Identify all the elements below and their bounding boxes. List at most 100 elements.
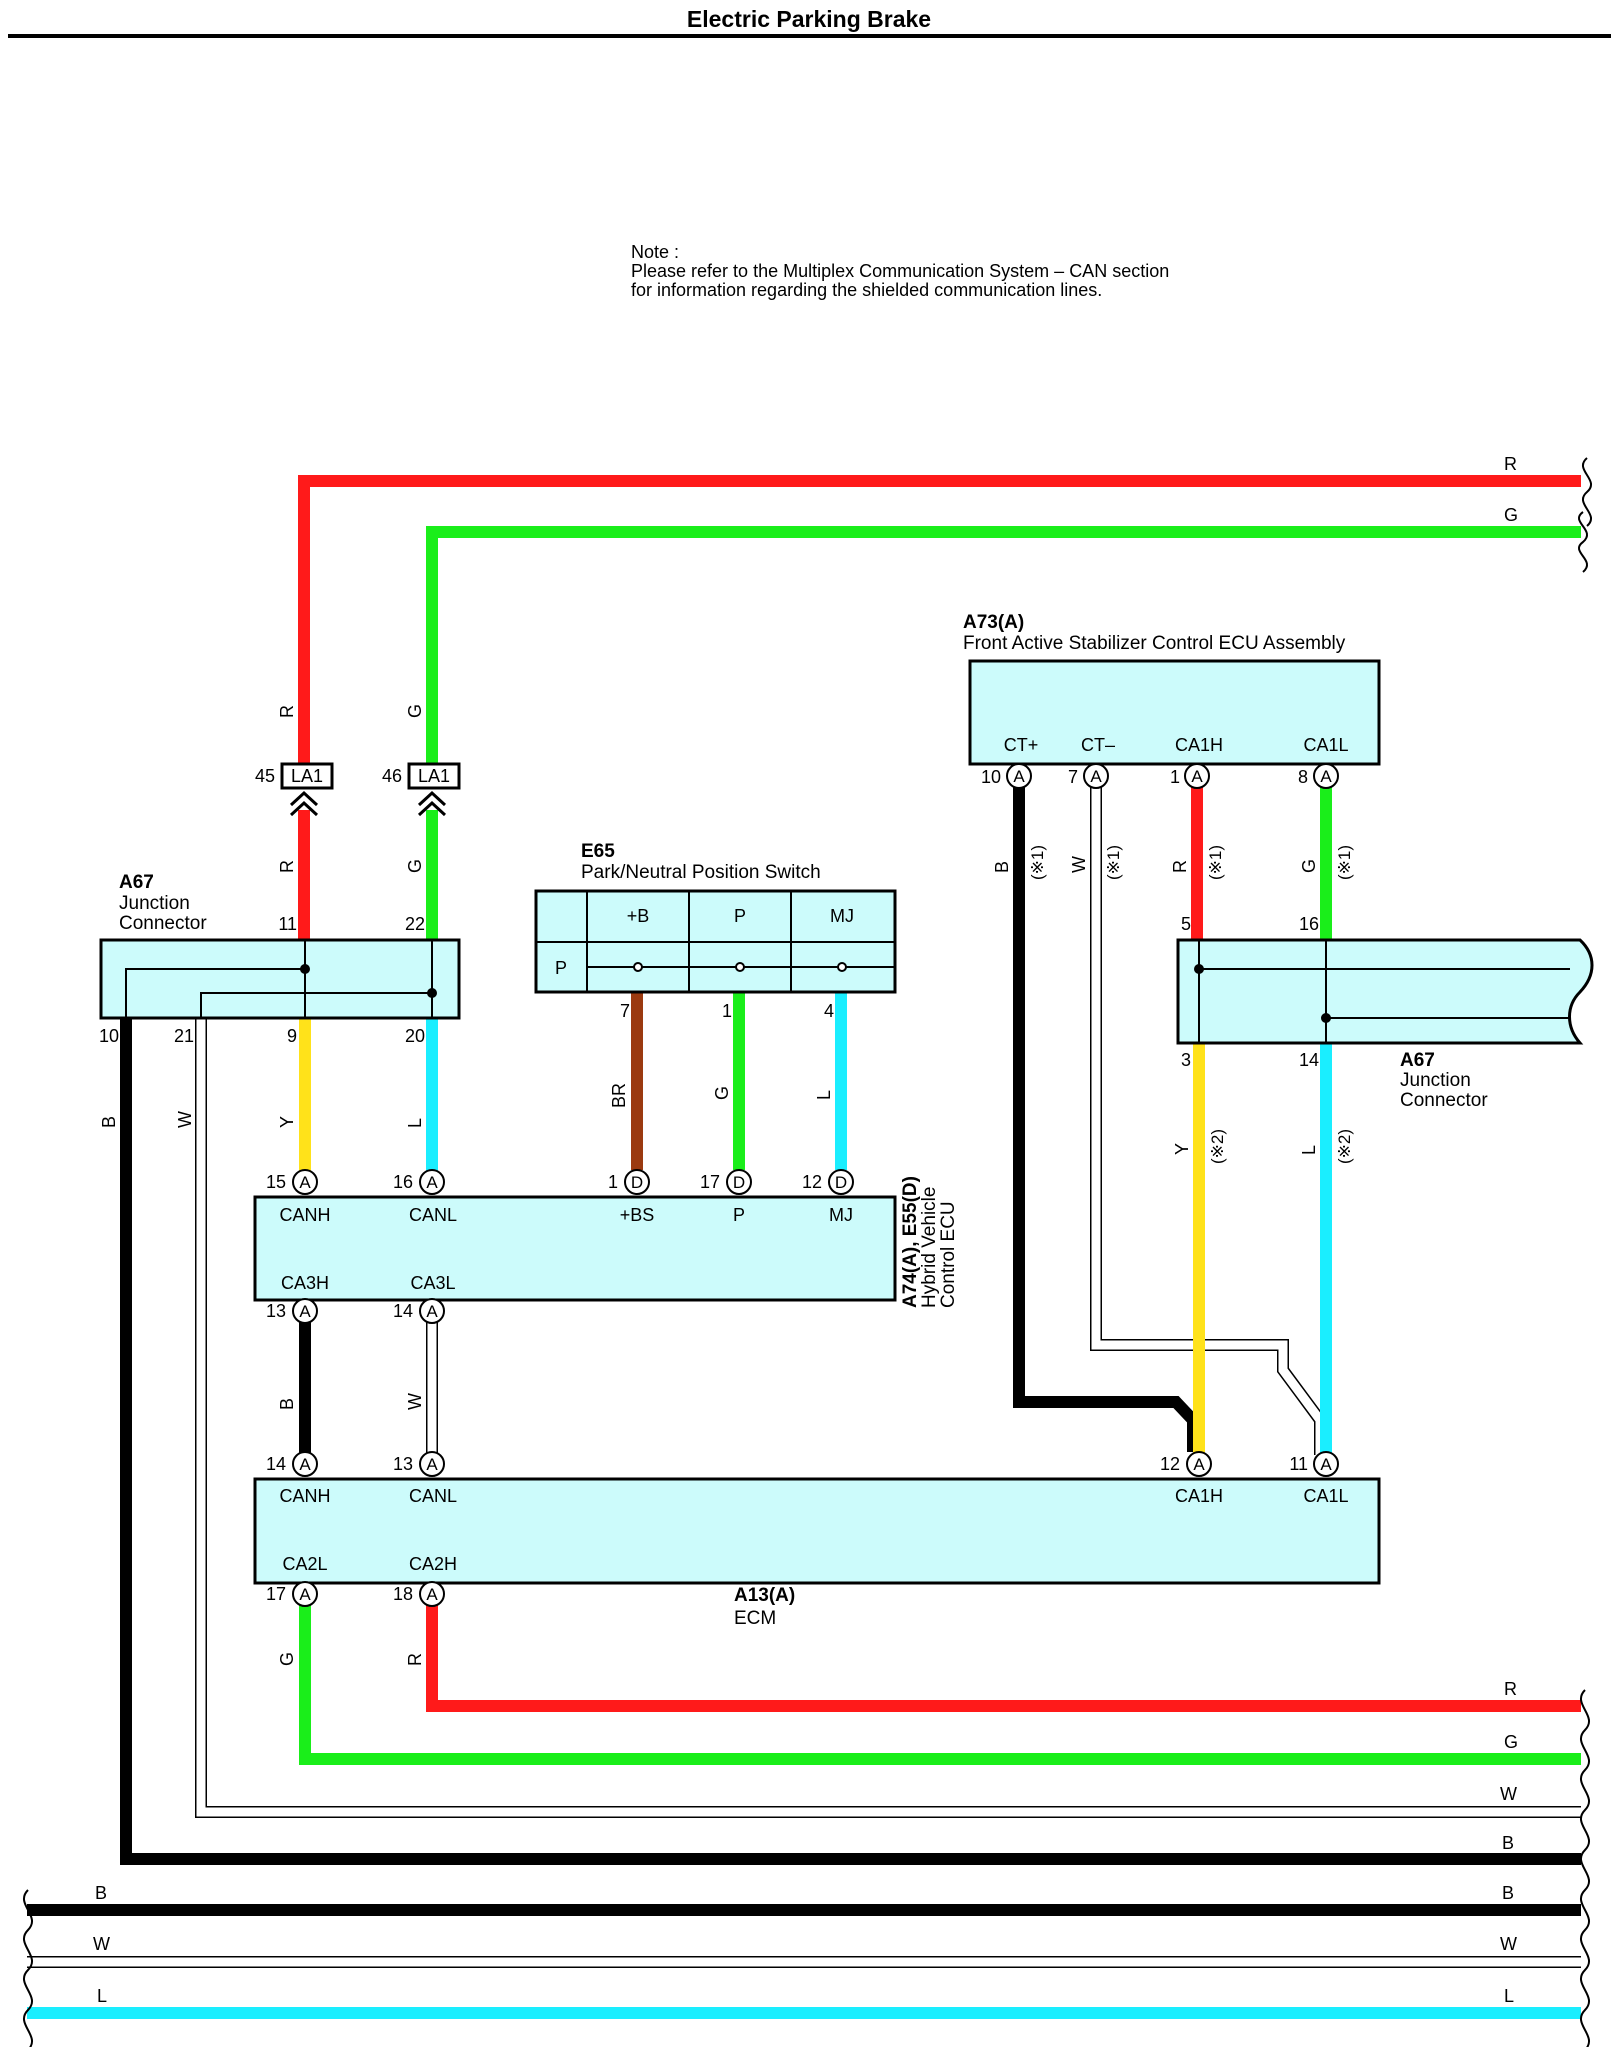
a67-right-pin-3: 3 xyxy=(1181,1050,1191,1070)
a67-left-name-2: Connector xyxy=(119,913,207,934)
la1-pin-46: 46 xyxy=(382,766,402,786)
hv-pin-16: 16 xyxy=(393,1172,413,1192)
label-g-ca2l: G xyxy=(277,1652,297,1666)
hv-term-p: P xyxy=(733,1205,745,1225)
svg-text:D: D xyxy=(733,1173,745,1192)
wire-top-green xyxy=(426,526,1581,775)
label-b-ctplus: B xyxy=(992,861,1012,873)
hv-pin-15: 15 xyxy=(266,1172,286,1192)
a67-left-bus-g xyxy=(200,940,433,1018)
a67-left-box xyxy=(99,938,461,1020)
svg-text:A: A xyxy=(1090,767,1102,786)
wires xyxy=(27,475,1581,2019)
a67-left-pin-22: 22 xyxy=(405,914,425,934)
hv-term-ca3h: CA3H xyxy=(281,1273,329,1293)
ecm-term-ca2l: CA2L xyxy=(282,1554,327,1574)
connector-a67-right: 5 16 3 14 A67 Junction Connector xyxy=(1176,914,1594,1111)
edge-label-w-bus-left: W xyxy=(93,1934,110,1954)
note-line-2: Please refer to the Multiplex Communicat… xyxy=(631,261,1169,281)
a73-box xyxy=(968,659,1381,766)
mark2-ca1l: (※2) xyxy=(1335,1129,1354,1164)
marker-a73-8: A xyxy=(1313,763,1339,789)
marker-hv-12: D xyxy=(828,1169,854,1195)
wire-white-ctminus xyxy=(1090,785,1326,1455)
wire-bottom-red xyxy=(426,1605,1581,1712)
a67-right-node-1 xyxy=(1194,964,1204,974)
svg-text:A: A xyxy=(426,1585,438,1604)
edge-label-l-bus-left: L xyxy=(97,1986,107,2006)
marker-ecm-18: A xyxy=(419,1581,445,1607)
e65-pin-7: 7 xyxy=(620,1001,630,1021)
a67-right-pin-14: 14 xyxy=(1299,1050,1319,1070)
mark2-ca1h: (※2) xyxy=(1208,1129,1227,1164)
a67-left-pin-21: 21 xyxy=(174,1026,194,1046)
ecm-term-ca1h: CA1H xyxy=(1175,1486,1223,1506)
label-r-ca2h: R xyxy=(405,1653,425,1666)
label-g-top: G xyxy=(405,704,425,718)
la1-chevron-46 xyxy=(417,790,447,817)
connector-markers: A A A A A A D D D A A A A A A A A xyxy=(292,763,1339,1607)
label-w-ctminus: W xyxy=(1069,856,1089,873)
a73-pin-8: 8 xyxy=(1298,767,1308,787)
note-line-3: for information regarding the shielded c… xyxy=(631,280,1102,300)
e65-pin-1: 1 xyxy=(722,1001,732,1021)
label-r-ca1h: R xyxy=(1170,860,1190,873)
edge-label-g-bottom: G xyxy=(1504,1732,1518,1752)
edge-label-b-bottom: B xyxy=(1502,1833,1514,1853)
svg-text:A: A xyxy=(299,1173,311,1192)
edge-label-b-bus-right: B xyxy=(1502,1883,1514,1903)
wire-color-labels: R G R G B W Y L BR G L B W G R B W R G Y… xyxy=(99,704,1354,1666)
e65-switch-point-2 xyxy=(735,962,745,972)
marker-hv-17: D xyxy=(726,1169,752,1195)
la1-box-46 xyxy=(407,762,461,790)
label-l-mj: L xyxy=(814,1090,834,1100)
hv-term-bs: +BS xyxy=(620,1205,655,1225)
edge-label-r-bottom: R xyxy=(1504,1679,1517,1699)
break-mark-bottom-left xyxy=(22,1889,34,2047)
a67-left-code: A67 xyxy=(119,872,154,893)
label-y-ecm: Y xyxy=(1172,1143,1192,1155)
e65-term-p: P xyxy=(734,906,746,926)
wire-bottom-green xyxy=(299,1605,1581,1765)
wire-top-red xyxy=(298,475,1581,775)
a67-right-box xyxy=(1176,938,1594,1045)
label-b-ca3h: B xyxy=(277,1398,297,1410)
connector-a73: A73(A) Front Active Stabilizer Control E… xyxy=(963,612,1381,787)
label-l-left: L xyxy=(405,1118,425,1128)
a67-left-pin-9: 9 xyxy=(287,1026,297,1046)
hv-term-canl: CANL xyxy=(409,1205,457,1225)
hv-term-mj: MJ xyxy=(829,1205,853,1225)
hv-ecu-name-2: Control ECU xyxy=(938,1201,959,1308)
hv-term-canh: CANH xyxy=(279,1205,330,1225)
connector-ecm: CANH CANL CA1H CA1L CA2L CA2H 14 13 12 1… xyxy=(253,1454,1381,1629)
a67-left-pin-10: 10 xyxy=(99,1026,119,1046)
ecm-box xyxy=(253,1477,1381,1585)
connector-hv-ecu: CANH CANL +BS P MJ CA3H CA3L 15 16 1 17 … xyxy=(253,1172,959,1321)
label-g-p: G xyxy=(712,1086,732,1100)
svg-text:A: A xyxy=(299,1455,311,1474)
break-mark-top-right xyxy=(1581,457,1593,527)
ecm-pin-14: 14 xyxy=(266,1454,286,1474)
a73-pin-10: 10 xyxy=(981,767,1001,787)
marker-hv-15: A xyxy=(292,1169,318,1195)
label-l-ecm: L xyxy=(1299,1145,1319,1155)
a67-left-name-1: Junction xyxy=(119,893,190,914)
marker-ecm-12: A xyxy=(1186,1451,1212,1477)
a67-right-name-2: Connector xyxy=(1400,1090,1488,1111)
mark1-ctplus: (※1) xyxy=(1028,845,1047,880)
hv-pin-13: 13 xyxy=(266,1301,286,1321)
edge-wire-labels: R G R G W B B W L B W L xyxy=(93,454,1518,2006)
marker-hv-16: A xyxy=(419,1169,445,1195)
hv-ecu-box xyxy=(253,1195,897,1302)
label-g-mid: G xyxy=(405,859,425,873)
marker-ecm-17: A xyxy=(292,1581,318,1607)
wire-black-ctplus xyxy=(1013,785,1199,1452)
la1-label-45: LA1 xyxy=(291,766,323,786)
ecm-pin-12: 12 xyxy=(1160,1454,1180,1474)
la1-label-46: LA1 xyxy=(418,766,450,786)
marker-hv-14: A xyxy=(419,1298,445,1324)
label-r-top: R xyxy=(277,705,297,718)
a67-left-node-r xyxy=(300,964,310,974)
edge-label-g-top: G xyxy=(1504,505,1518,525)
hv-ecu-code: A74(A), E55(D) xyxy=(900,1176,921,1308)
